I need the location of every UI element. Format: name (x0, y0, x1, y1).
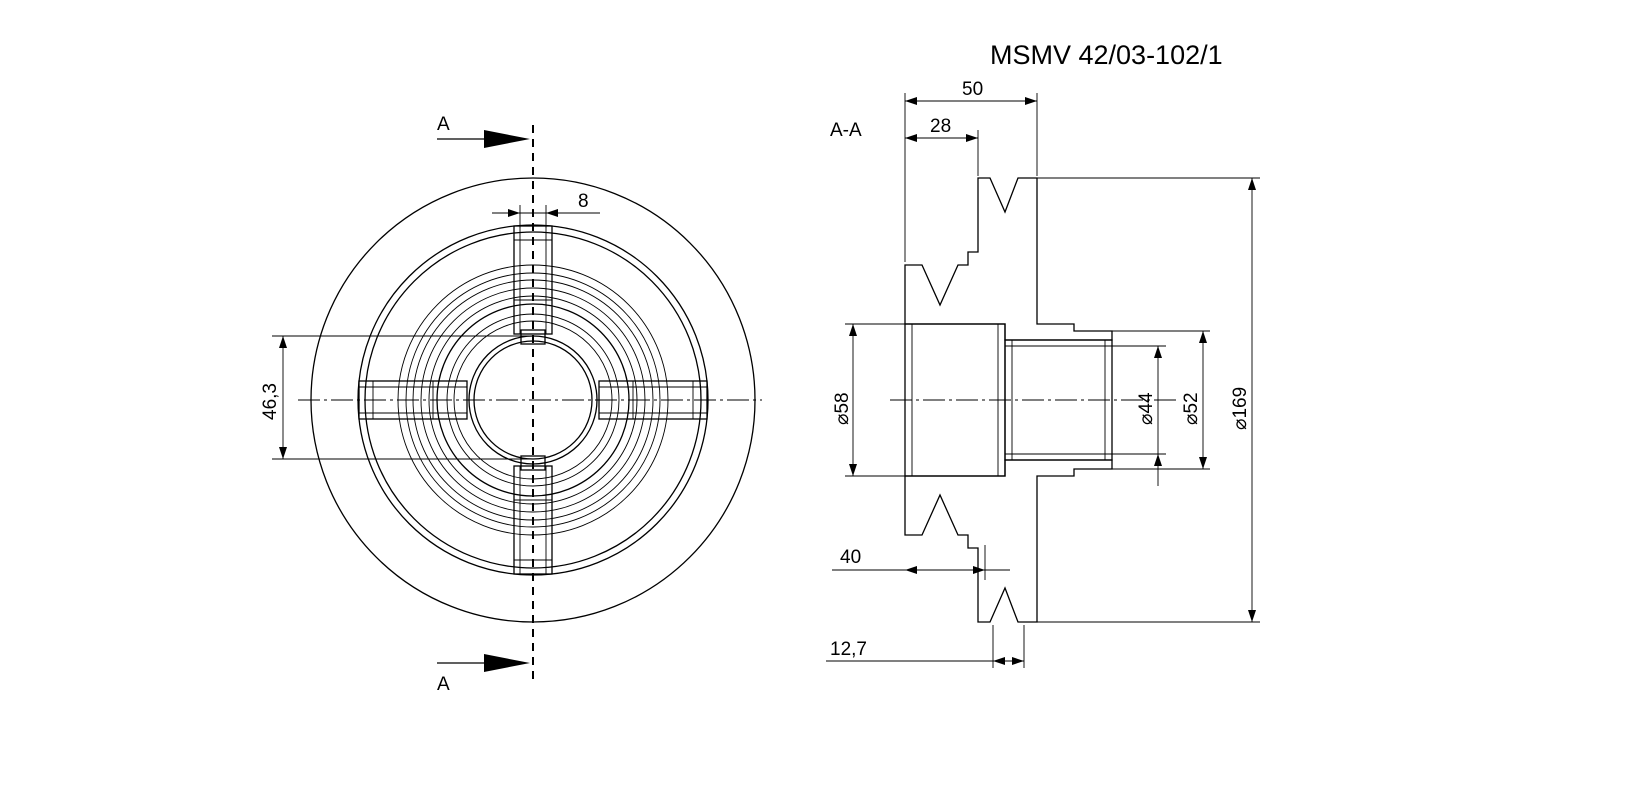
svg-text:⌀52: ⌀52 (1181, 392, 1202, 425)
cut-label-bottom: A (437, 674, 450, 695)
dimension-groove-pitch: 12,7 (826, 625, 1025, 668)
dimension-inner-diameter: ⌀44 (1112, 345, 1166, 486)
dimension-outer-diameter: ⌀169 (1037, 177, 1260, 623)
svg-text:⌀169: ⌀169 (1230, 387, 1251, 430)
svg-text:28: 28 (930, 116, 951, 137)
svg-text:8: 8 (578, 191, 589, 212)
dimension-hub-diameter: ⌀52 (1112, 330, 1210, 470)
svg-text:12,7: 12,7 (830, 639, 867, 660)
svg-text:⌀44: ⌀44 (1136, 392, 1157, 425)
svg-text:46,3: 46,3 (260, 383, 281, 420)
dimension-bore-depth: 46,3 (260, 335, 533, 460)
dimension-bore-length: 40 (832, 545, 1010, 580)
dimension-bore-diameter: ⌀58 (832, 323, 905, 477)
svg-text:⌀58: ⌀58 (832, 392, 853, 425)
dimension-slot-width: 8 (492, 191, 600, 228)
dimension-hub-offset: 28 (905, 116, 979, 176)
cut-arrow-top: A (437, 114, 530, 148)
cut-arrow-bottom: A (437, 654, 530, 695)
cut-label-top: A (437, 114, 450, 135)
svg-text:40: 40 (840, 547, 861, 568)
section-label: A-A (830, 120, 862, 141)
svg-text:50: 50 (962, 79, 983, 100)
front-view: A A 8 46,3 (260, 114, 762, 695)
drawing-title: MSMV 42/03-102/1 (990, 40, 1223, 70)
section-view: A-A 50 28 (826, 79, 1260, 668)
dimension-total-length: 50 (904, 79, 1038, 262)
